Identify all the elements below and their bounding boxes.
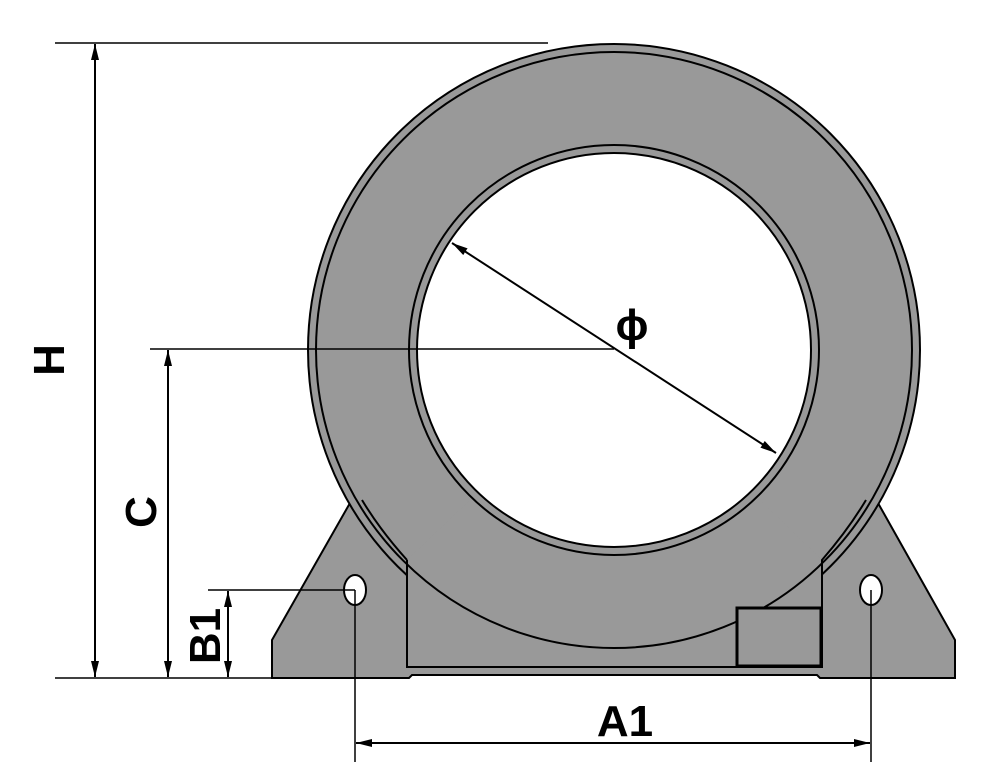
phi-dimension bbox=[451, 242, 777, 454]
outer-ring-inner-edge bbox=[315, 51, 913, 649]
dimension-lines bbox=[55, 42, 872, 762]
terminal-box bbox=[735, 606, 823, 668]
label-h: H bbox=[25, 344, 74, 376]
label-b1: B1 bbox=[181, 608, 230, 664]
label-phi: ϕ bbox=[616, 301, 649, 350]
inner-panel bbox=[407, 500, 822, 667]
inner-hole bbox=[416, 152, 812, 548]
label-c: C bbox=[117, 496, 166, 528]
transformer-body bbox=[271, 43, 956, 679]
label-a1: A1 bbox=[597, 697, 653, 746]
